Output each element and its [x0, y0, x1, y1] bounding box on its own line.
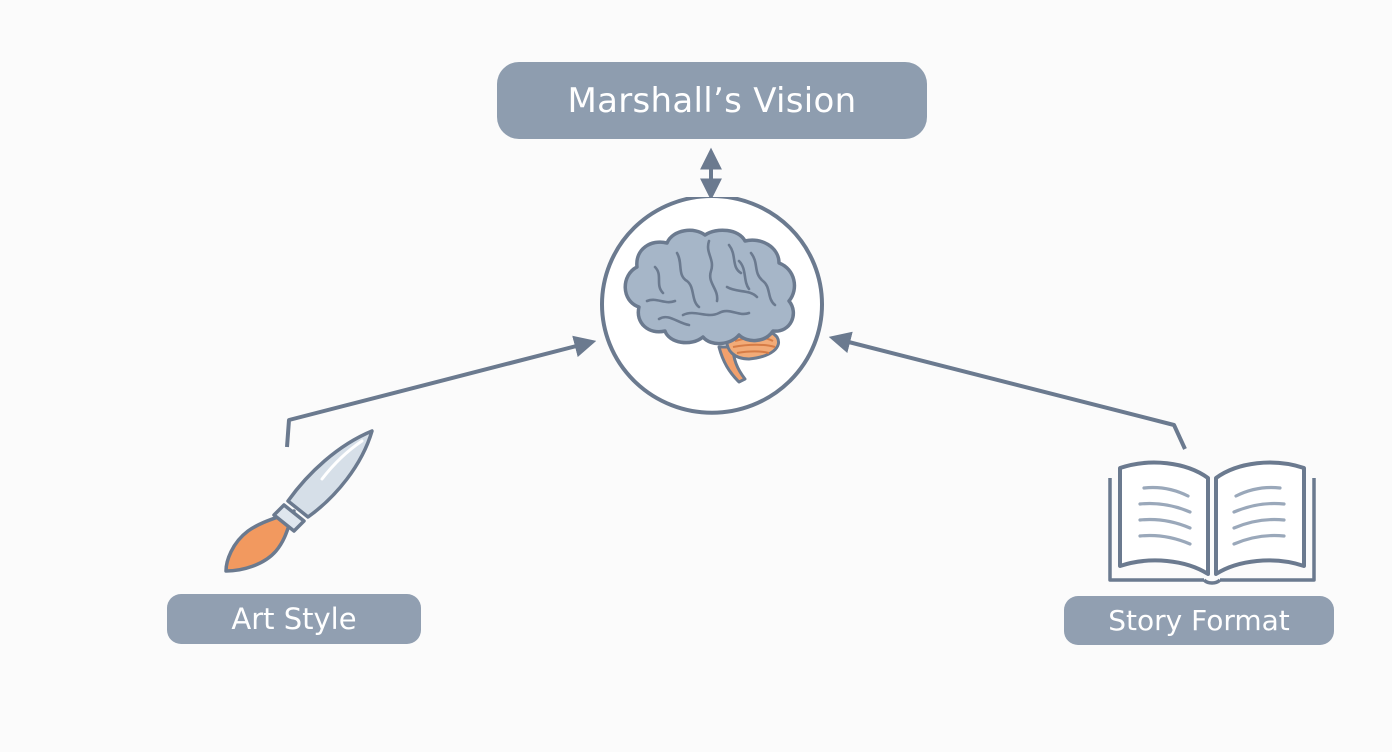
art-style-arrow — [285, 335, 597, 448]
open-book-icon — [1104, 454, 1320, 586]
paintbrush-icon — [218, 425, 380, 580]
brain-icon — [599, 194, 825, 415]
marshalls-vision-label: Marshall’s Vision — [497, 62, 927, 139]
story-format-label: Story Format — [1064, 596, 1334, 645]
art-style-label: Art Style — [167, 594, 421, 644]
story-format-arrow — [828, 331, 1187, 450]
